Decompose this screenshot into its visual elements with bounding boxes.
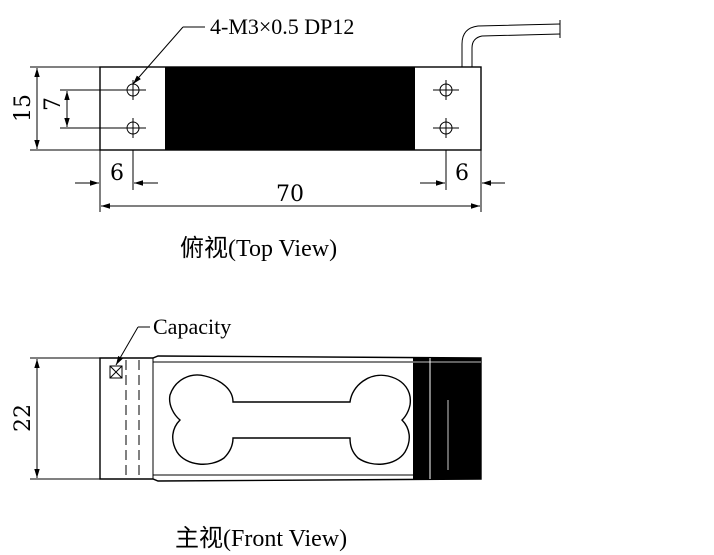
capacity-callout-leader [115,326,139,366]
mounting-hole-bottom-right [433,118,459,138]
top-view-caption: 俯视(Top View) [180,235,337,262]
dim-70-text: 70 [276,182,304,207]
dim-22-text: 22 [11,404,36,432]
cable-outer [471,33,561,67]
dumbbell-cutout [168,374,412,465]
capacity-label-box [109,365,123,379]
mounting-hole-top-right [433,80,459,100]
top-view: 4-M3×0.5 DP12 15 7 6 6 70 俯视(Top View) [11,14,561,262]
front-view: Capacity 22 主视(Front View) [11,314,482,552]
dim-15-text: 15 [11,94,36,122]
dim-6-right-text: 6 [455,161,469,186]
dim-7-text: 7 [41,97,66,111]
cable [461,23,561,67]
front-view-caption: 主视(Front View) [175,525,347,552]
front-view-cable-block [413,358,481,479]
thread-callout-text: 4-M3×0.5 DP12 [210,14,354,39]
thread-callout-leader [132,26,184,85]
top-view-gauge-area [165,67,415,150]
capacity-callout-text: Capacity [153,314,231,339]
dim-6-left-text: 6 [110,161,124,186]
